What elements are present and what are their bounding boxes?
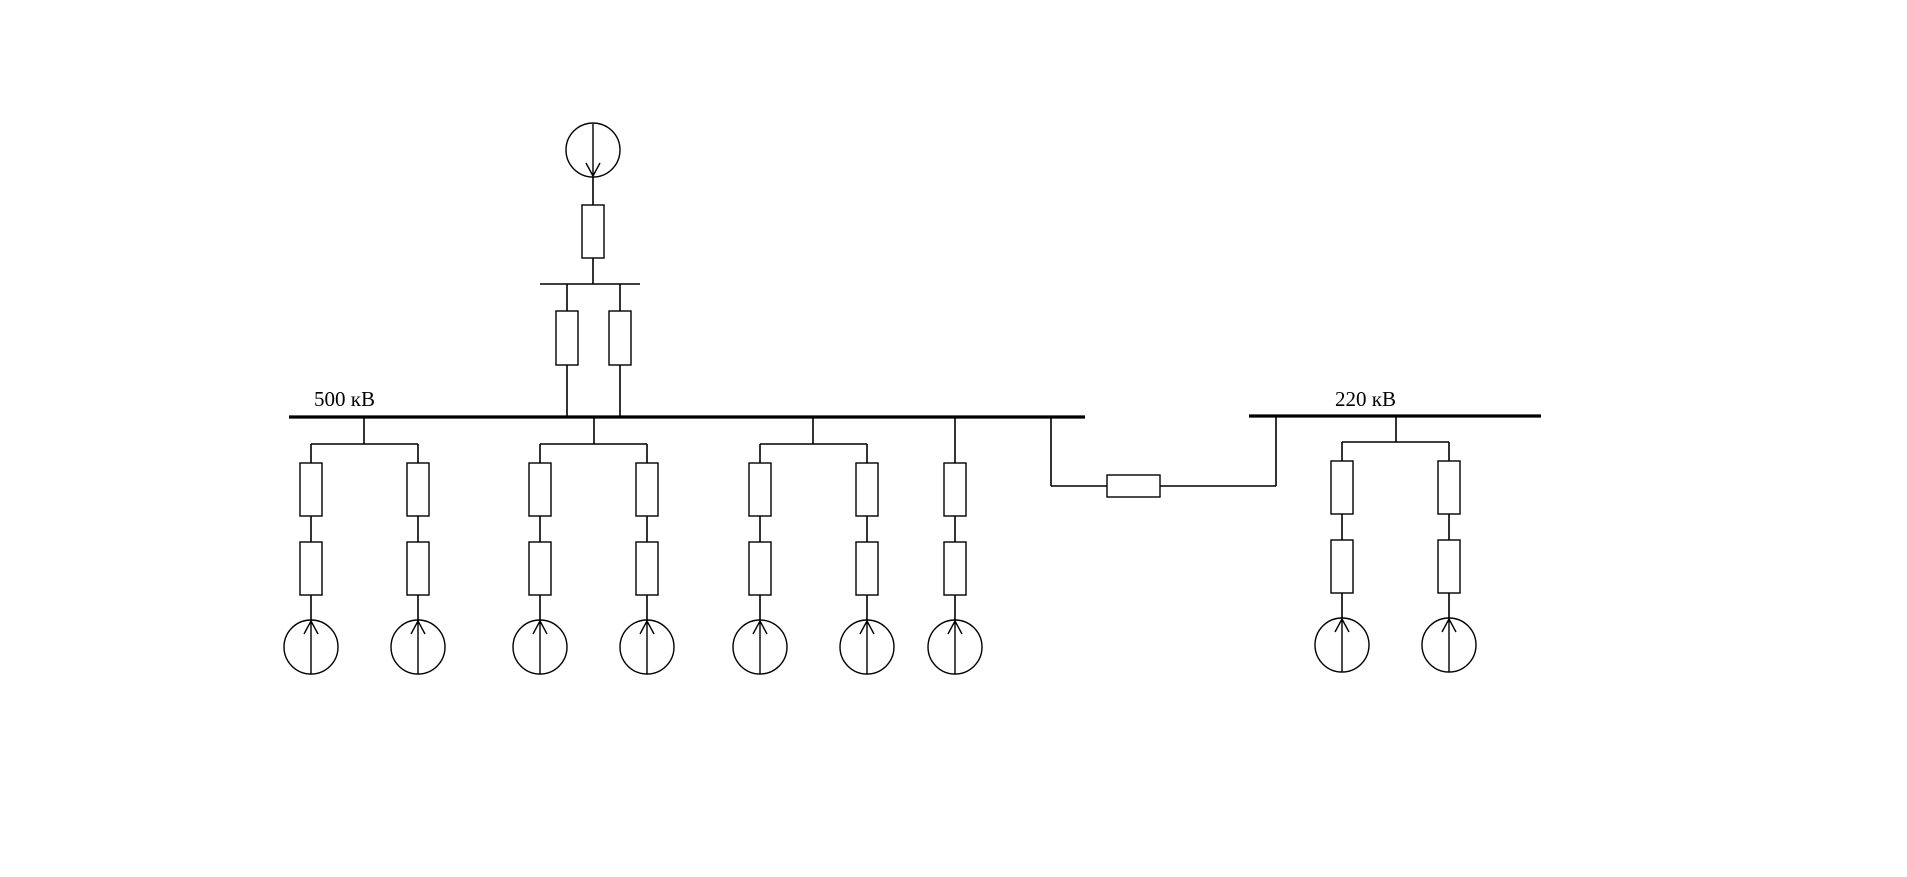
generator-unit-2-1 xyxy=(512,444,568,675)
junction-group-1 xyxy=(311,417,418,445)
generator-unit-4-1 xyxy=(927,444,983,675)
line-impedance xyxy=(406,462,430,517)
generator-arrow-icon xyxy=(410,619,426,674)
tie-line-impedance-2 xyxy=(608,310,632,366)
line-impedance xyxy=(1437,460,1461,515)
transformer-impedance xyxy=(299,541,323,596)
generator-unit-2-2 xyxy=(619,444,675,675)
generator-arrow-icon xyxy=(1334,617,1350,672)
transformer-impedance xyxy=(748,541,772,596)
generator-arrow-icon xyxy=(752,619,768,674)
system-source-arrow-icon xyxy=(585,124,601,178)
transformer-impedance xyxy=(406,541,430,596)
generator-arrow-icon xyxy=(303,619,319,674)
transformer-impedance xyxy=(635,541,659,596)
generator-unit-3-1 xyxy=(732,444,788,675)
generator-unit-3-2 xyxy=(839,444,895,675)
generator-arrow-icon xyxy=(1441,617,1457,672)
transformer-impedance xyxy=(943,541,967,596)
autotransformer-link xyxy=(1050,416,1277,498)
system-source-branch xyxy=(540,122,640,417)
generator-unit-5-1 xyxy=(1314,442,1370,673)
transformer-impedance xyxy=(1330,539,1354,594)
line-impedance xyxy=(1330,460,1354,515)
junction-group-5 xyxy=(1342,416,1449,443)
generator-arrow-icon xyxy=(639,619,655,674)
unit-group-junctions xyxy=(311,416,1449,445)
line-impedance xyxy=(748,462,772,517)
generator-units xyxy=(283,442,1477,675)
generator-unit-1-2 xyxy=(390,444,446,675)
line-impedance xyxy=(943,462,967,517)
transformer-impedance xyxy=(855,541,879,596)
generator-arrow-icon xyxy=(947,619,963,674)
generator-arrow-icon xyxy=(532,619,548,674)
junction-group-3 xyxy=(760,417,867,445)
junction-group-2 xyxy=(540,417,647,445)
autotransformer-impedance xyxy=(1106,474,1161,498)
source-impedance xyxy=(581,204,605,259)
transformer-impedance xyxy=(1437,539,1461,594)
bus-220kv-label: 220 кВ xyxy=(1335,387,1396,411)
line-impedance xyxy=(299,462,323,517)
line-impedance xyxy=(855,462,879,517)
bus-500kv-label: 500 кВ xyxy=(314,387,375,411)
generator-arrow-icon xyxy=(859,619,875,674)
generator-unit-1-1 xyxy=(283,444,339,675)
line-impedance xyxy=(528,462,552,517)
tie-line-impedance-1 xyxy=(555,310,579,366)
line-impedance xyxy=(635,462,659,517)
generator-unit-5-2 xyxy=(1421,442,1477,673)
transformer-impedance xyxy=(528,541,552,596)
